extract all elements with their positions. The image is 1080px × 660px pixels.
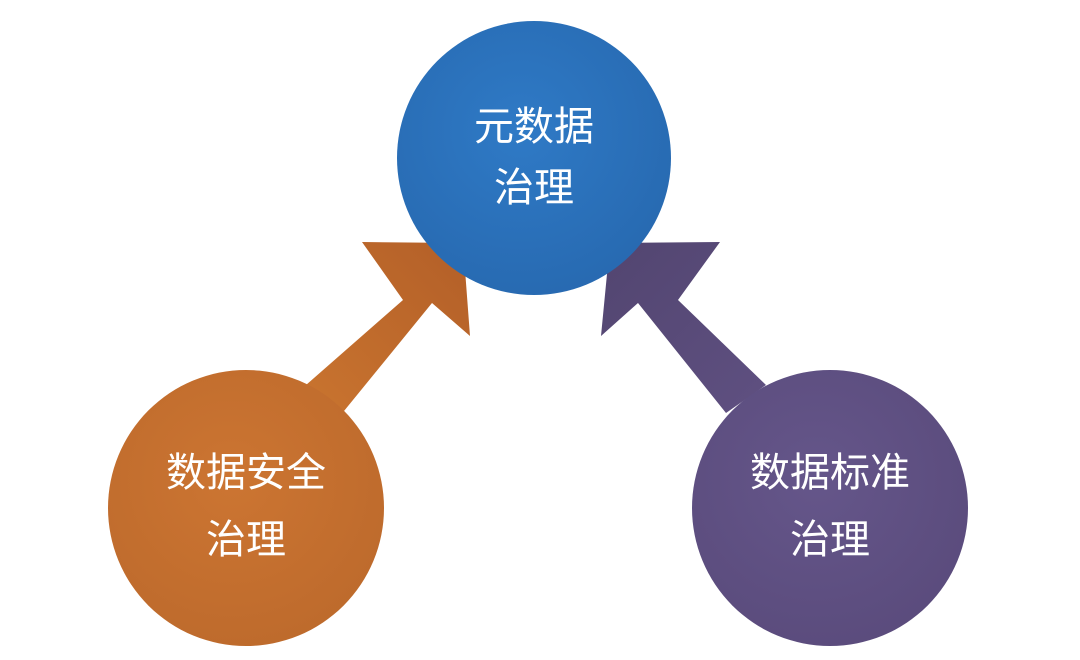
node-label-metadata-line2: 治理	[494, 165, 574, 211]
node-circle-security	[108, 370, 384, 646]
node-circle-standard	[692, 370, 968, 646]
arrow-security-to-metadata	[306, 242, 470, 411]
node-label-standard-line2: 治理	[790, 517, 870, 563]
node-label-security-line1: 数据安全	[166, 450, 326, 496]
node-label-standard-line1: 数据标准	[750, 450, 910, 496]
node-label-metadata-line1: 元数据	[474, 104, 594, 150]
node-data-security-governance: 数据安全 治理	[108, 370, 384, 646]
node-circle-metadata	[397, 21, 671, 295]
node-data-standard-governance: 数据标准 治理	[692, 370, 968, 646]
node-label-security-line2: 治理	[206, 517, 286, 563]
arrow-standard-to-metadata	[601, 242, 766, 413]
node-metadata-governance: 元数据 治理	[397, 21, 671, 295]
